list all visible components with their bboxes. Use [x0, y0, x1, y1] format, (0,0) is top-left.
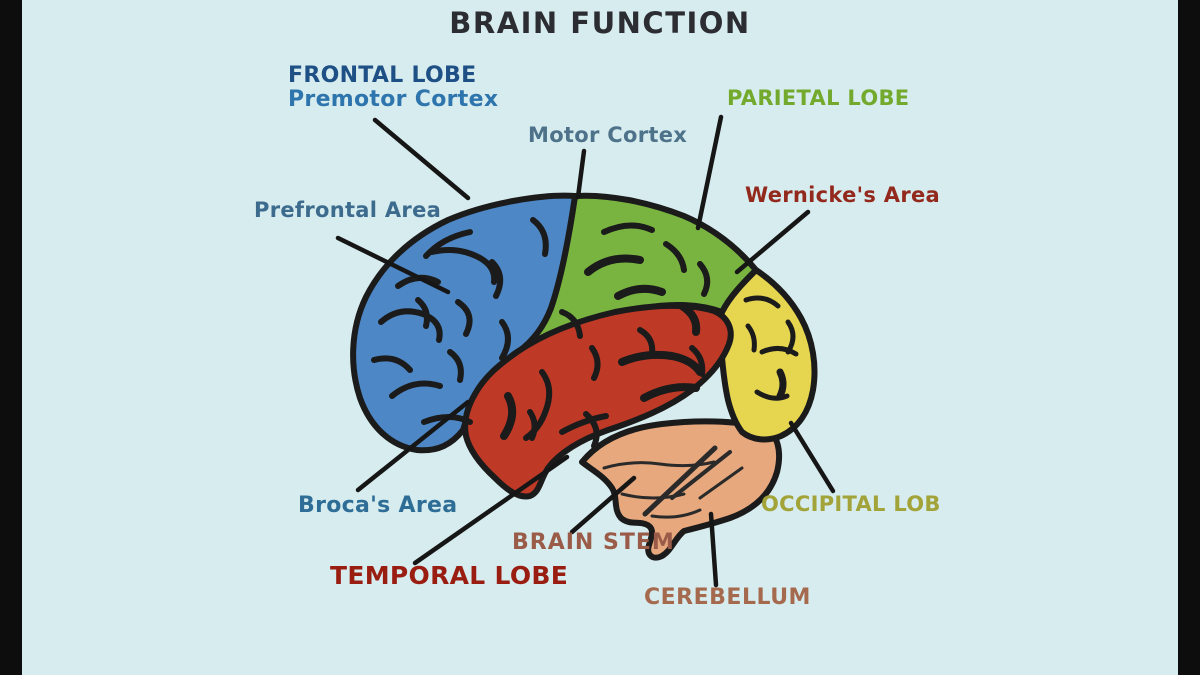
premotor-cortex-label: Premotor Cortex — [288, 87, 499, 113]
cerebellum-label: CEREBELLUM — [644, 585, 811, 610]
frontal-lobe-label: FRONTAL LOBE Premotor Cortex — [288, 63, 499, 113]
letterbox-right-bar — [1178, 0, 1200, 675]
prefrontal-area-leader-line — [335, 235, 451, 295]
wernickes-area-leader-line — [734, 209, 811, 275]
motor-cortex-leader-line — [575, 148, 587, 200]
frontal-lobe-leader-line — [372, 117, 471, 201]
parietal-lobe-label: PARIETAL LOBE — [727, 86, 910, 110]
frontal-lobe-label-line1: FRONTAL LOBE — [288, 63, 477, 88]
prefrontal-area-label: Prefrontal Area — [254, 198, 442, 222]
brocas-area-leader-line — [355, 399, 471, 493]
diagram-title: BRAIN FUNCTION — [449, 6, 751, 40]
brain-stem-label: BRAIN STEM — [512, 530, 675, 555]
occipital-lobe-leader-line — [788, 420, 836, 494]
occipital-lobe-label: OCCIPITAL LOB — [761, 492, 941, 516]
temporal-lobe-leader-line — [412, 454, 570, 566]
brain-sulci-lines — [371, 217, 799, 519]
temporal-lobe-label: TEMPORAL LOBE — [330, 561, 569, 590]
wernickes-area-label: Wernicke's Area — [745, 183, 941, 207]
parietal-lobe-leader-line — [695, 114, 724, 231]
motor-cortex-label: Motor Cortex — [528, 123, 688, 147]
brocas-area-label: Broca's Area — [298, 493, 458, 518]
brain-stem-leader-line — [569, 475, 637, 535]
cerebellum-leader-line — [708, 511, 719, 588]
letterbox-left-bar — [0, 0, 22, 675]
